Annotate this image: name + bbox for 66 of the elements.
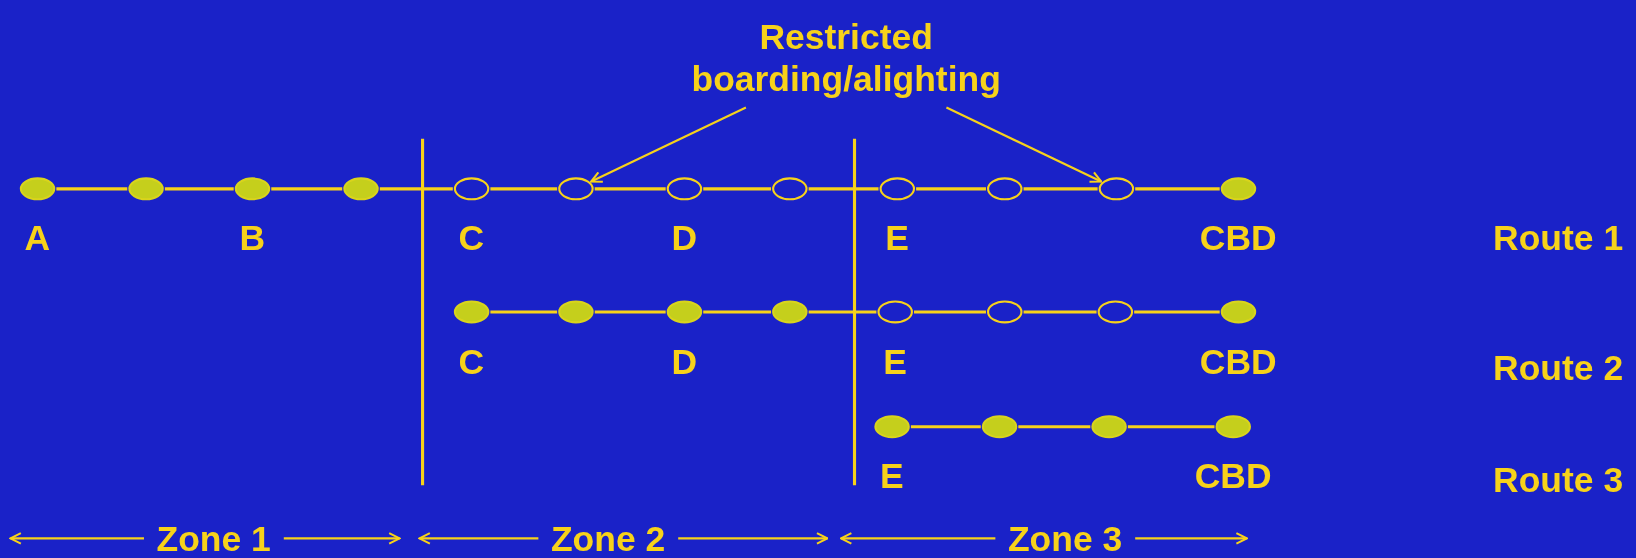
stop-label: CBD	[1199, 340, 1277, 382]
stop-label: D	[671, 217, 698, 259]
stop-label: C	[458, 340, 485, 382]
route-line	[1127, 425, 1215, 429]
route-line	[703, 187, 772, 191]
route-line	[1135, 187, 1220, 191]
route-line	[910, 425, 981, 429]
route-line	[379, 187, 453, 191]
route-line	[703, 310, 772, 314]
stop-label: A	[24, 217, 51, 259]
stop-marker	[772, 300, 808, 324]
restricted-stop-marker	[1097, 300, 1134, 324]
route-label: Route 3	[1493, 459, 1624, 501]
stop-marker	[234, 177, 271, 201]
restricted-stop-marker	[987, 300, 1023, 324]
restricted-stop-marker	[453, 177, 490, 201]
stop-label: E	[885, 217, 909, 259]
restricted-stop-marker	[666, 177, 703, 201]
route-line	[1134, 310, 1220, 314]
stop-label: D	[671, 340, 698, 382]
zone-label: Zone 2	[550, 517, 666, 558]
zone-label: Zone 3	[1007, 517, 1123, 558]
route-line	[271, 187, 343, 191]
route-line	[490, 310, 558, 314]
route-line	[56, 187, 128, 191]
stop-marker	[453, 300, 490, 324]
stop-marker	[128, 177, 164, 201]
leader-line	[590, 106, 747, 183]
restricted-stop-marker	[772, 177, 808, 201]
restricted-stop-marker	[987, 177, 1023, 201]
stop-label: CBD	[1194, 454, 1272, 497]
stop-marker	[1215, 415, 1251, 439]
stop-marker	[1220, 177, 1257, 201]
route-line	[1018, 425, 1091, 429]
route-line	[808, 187, 879, 191]
route-label: Route 2	[1493, 346, 1624, 389]
stop-marker	[874, 415, 910, 439]
stop-label: B	[239, 217, 266, 259]
route-line	[1023, 310, 1097, 314]
route-line	[808, 310, 877, 314]
stop-marker	[19, 177, 56, 201]
route-line	[490, 187, 558, 191]
restricted-stop-marker	[877, 300, 913, 324]
route-line	[916, 187, 986, 191]
stop-label: C	[458, 217, 485, 259]
route-line	[594, 310, 666, 314]
restricted-stop-marker	[558, 177, 594, 201]
stop-marker	[1091, 415, 1127, 439]
restricted-stop-marker	[1098, 177, 1135, 201]
stop-marker	[1220, 300, 1257, 324]
stop-marker	[343, 177, 379, 201]
zone-label: Zone 1	[156, 517, 271, 558]
stop-label: E	[880, 454, 904, 497]
route-line	[1023, 187, 1098, 191]
stop-marker	[666, 300, 703, 324]
route-line	[914, 310, 986, 314]
callout-text: Restricted boarding/alighting	[647, 15, 1045, 100]
restricted-stop-marker	[879, 177, 916, 201]
stop-label: CBD	[1199, 217, 1277, 259]
stop-marker	[981, 415, 1018, 439]
route-line	[594, 187, 666, 191]
stop-marker	[558, 300, 594, 324]
leader-line	[945, 106, 1103, 183]
stop-label: E	[883, 340, 907, 382]
route-label: Route 1	[1493, 217, 1624, 259]
route-line	[164, 187, 234, 191]
